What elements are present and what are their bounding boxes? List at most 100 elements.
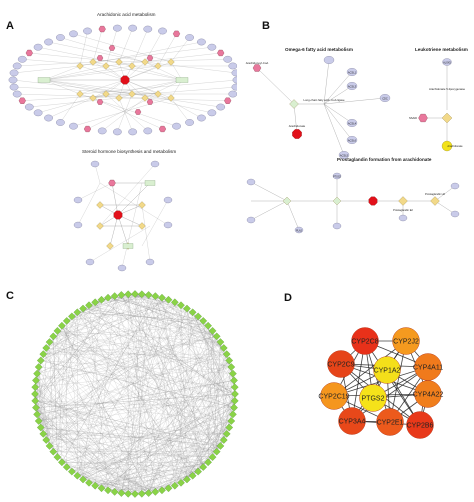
hub-node [292, 129, 301, 138]
reaction-node [116, 95, 123, 102]
gene-label-cyp2c9: CYP2C9 [327, 361, 354, 368]
network-node [223, 351, 230, 358]
gene-node [98, 128, 106, 134]
panel-b-network: Arachidonoyl-CoA Long-chain fatty acid--C… [237, 0, 474, 280]
gene-node [9, 77, 17, 83]
gene-node [164, 197, 172, 203]
hub-node [114, 211, 122, 219]
reaction-node [97, 202, 104, 209]
network-edge [119, 98, 133, 132]
gene-node [118, 265, 126, 271]
metabolite-node [147, 99, 153, 104]
metabolite-node [19, 98, 26, 104]
network-edge [171, 98, 190, 122]
node-label: Arachidonate [289, 124, 306, 128]
metabolite-node [99, 26, 106, 32]
network-edge [128, 294, 220, 446]
network-node [131, 490, 138, 497]
gene-node [208, 110, 216, 116]
gene-node [144, 128, 152, 134]
reaction-node [431, 197, 440, 206]
gene-node [25, 104, 33, 110]
node-label: NSAID [409, 116, 417, 120]
network-edge [112, 183, 118, 215]
gene-label-cyp2b6: CYP2B6 [407, 422, 434, 429]
network-edge [257, 68, 294, 104]
gene-node [247, 179, 255, 185]
gene-label-ptgs2: PTGS2 [362, 395, 385, 402]
gene-label-cyp2e1: CYP2E1 [377, 419, 404, 426]
gene-node [56, 119, 64, 125]
network-edge [287, 201, 299, 230]
network-edge [67, 467, 198, 471]
metabolite-node [224, 98, 231, 104]
metabolite-node [147, 55, 153, 60]
gene-node [451, 183, 459, 189]
network-edge [110, 215, 118, 246]
reaction-node [142, 59, 149, 66]
panel-c: C [0, 280, 270, 502]
node-label: Arachidonate 5-lipoxygenase [429, 87, 466, 91]
network-edge [14, 66, 80, 73]
network-node [79, 305, 86, 312]
network-node [98, 485, 105, 492]
reaction-node [155, 63, 162, 70]
node-label: PTGS2 [333, 176, 341, 178]
network-node [68, 468, 75, 475]
gene-node [91, 161, 99, 167]
network-edge [73, 98, 171, 126]
metabolite-node [159, 126, 166, 132]
gene-node [86, 259, 94, 265]
gene-node [13, 63, 21, 69]
gene-node [197, 39, 205, 45]
pathway-node [38, 78, 50, 83]
node-label: PLA2 [296, 229, 303, 232]
gene-node [144, 26, 152, 32]
gene-node [74, 222, 82, 228]
network-edge [324, 104, 344, 155]
network-edge [106, 94, 148, 131]
node-label: Arachidonoyl-CoA [246, 61, 269, 65]
network-edge [100, 164, 155, 226]
gene-node [324, 56, 334, 64]
pathway-node [145, 181, 155, 186]
metabolite-node [84, 126, 91, 132]
gene-node [197, 115, 205, 121]
metabolite-node [97, 55, 103, 60]
gene-node [164, 222, 172, 228]
network-edge [22, 94, 132, 101]
gene-node [18, 56, 26, 62]
gene-node [158, 28, 166, 34]
network-node [63, 317, 70, 324]
panel-d-network: CYP2C8CYP2J2CYP2C9CYP1A2CYP4A11CYP2C19PT… [270, 280, 474, 502]
gene-node [128, 25, 136, 31]
metabolite-node [97, 99, 103, 104]
network-edge [251, 201, 287, 220]
network-node [231, 384, 238, 391]
network-edge [251, 182, 287, 201]
metabolite-node [173, 31, 180, 37]
gene-label-cyp1a2: CYP1A2 [374, 367, 401, 374]
gene-node [247, 217, 255, 223]
network-node [204, 322, 211, 329]
gene-node [113, 25, 121, 31]
metabolite-node [109, 45, 115, 50]
reaction-node [77, 91, 84, 98]
hub-node [121, 76, 129, 84]
node-label: ALOX5 [443, 62, 451, 65]
network-edge [80, 31, 87, 66]
network-node [58, 322, 65, 329]
node-label: Long-chain fatty acid--CoA ligase [303, 98, 344, 102]
gene-node [208, 44, 216, 50]
network-edge [78, 183, 100, 225]
network-edge [181, 421, 231, 483]
network-node [125, 490, 132, 497]
network-node [58, 459, 65, 466]
gene-node [229, 63, 237, 69]
gene-node [34, 44, 42, 50]
network-node [92, 299, 99, 306]
node-label: ACSL6 [348, 139, 357, 143]
panel-a: A Arachidonic acid metabolism Steroid ho… [0, 0, 237, 280]
reaction-node [139, 223, 146, 230]
network-edge [87, 94, 158, 129]
